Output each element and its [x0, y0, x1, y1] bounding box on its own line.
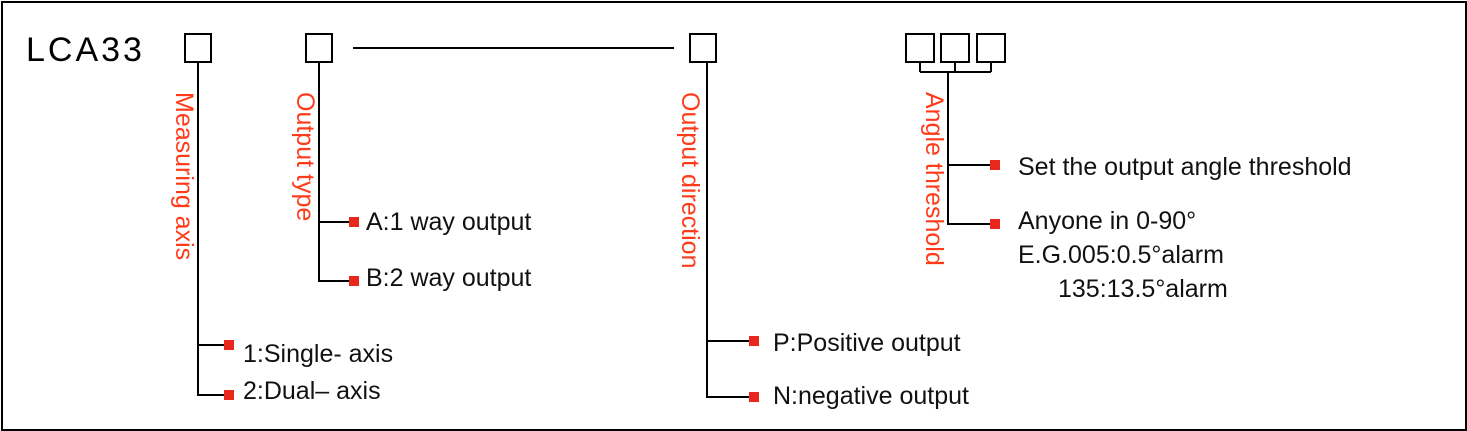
option-measuring-axis-1: 1:Single- axis	[243, 340, 393, 368]
marker-output-type-b	[349, 276, 359, 286]
marker-angle-threshold-anyone	[990, 219, 1000, 229]
code-box-output-type	[305, 33, 333, 63]
label-angle-threshold: Angle threshold	[920, 92, 948, 266]
code-box-angle-threshold-3	[976, 33, 1006, 63]
marker-angle-threshold-set	[990, 160, 1000, 170]
code-box-measuring-axis	[184, 33, 212, 63]
option-output-type-b: B:2 way output	[366, 264, 531, 292]
label-measuring-axis: Measuring axis	[170, 92, 198, 260]
label-output-type: Output type	[291, 92, 319, 221]
option-measuring-axis-2: 2:Dual– axis	[243, 377, 381, 405]
branch-measuring-axis	[197, 62, 224, 396]
branch-output-type	[318, 62, 349, 282]
branch-output-direction	[706, 62, 749, 398]
example-angle-threshold-1: E.G.005:0.5°alarm	[1018, 241, 1224, 269]
marker-output-direction-p	[749, 336, 759, 346]
option-output-type-a: A:1 way output	[366, 208, 531, 236]
marker-measuring-axis-2	[224, 390, 234, 400]
branch-angle-threshold	[919, 62, 992, 225]
marker-measuring-axis-1	[224, 340, 234, 350]
option-output-direction-n: N:negative output	[773, 382, 969, 410]
option-angle-threshold-anyone: Anyone in 0-90°	[1018, 207, 1196, 235]
code-box-output-direction	[689, 33, 717, 63]
marker-output-type-a	[349, 217, 359, 227]
code-box-angle-threshold-1	[905, 33, 935, 63]
code-box-angle-threshold-2	[940, 33, 970, 63]
option-output-direction-p: P:Positive output	[773, 329, 961, 357]
label-output-direction: Output direction	[676, 92, 704, 269]
example-angle-threshold-2: 135:13.5°alarm	[1058, 275, 1228, 303]
marker-output-direction-n	[749, 392, 759, 402]
option-angle-threshold-set: Set the output angle threshold	[1018, 153, 1352, 181]
code-prefix: LCA33	[26, 31, 145, 69]
